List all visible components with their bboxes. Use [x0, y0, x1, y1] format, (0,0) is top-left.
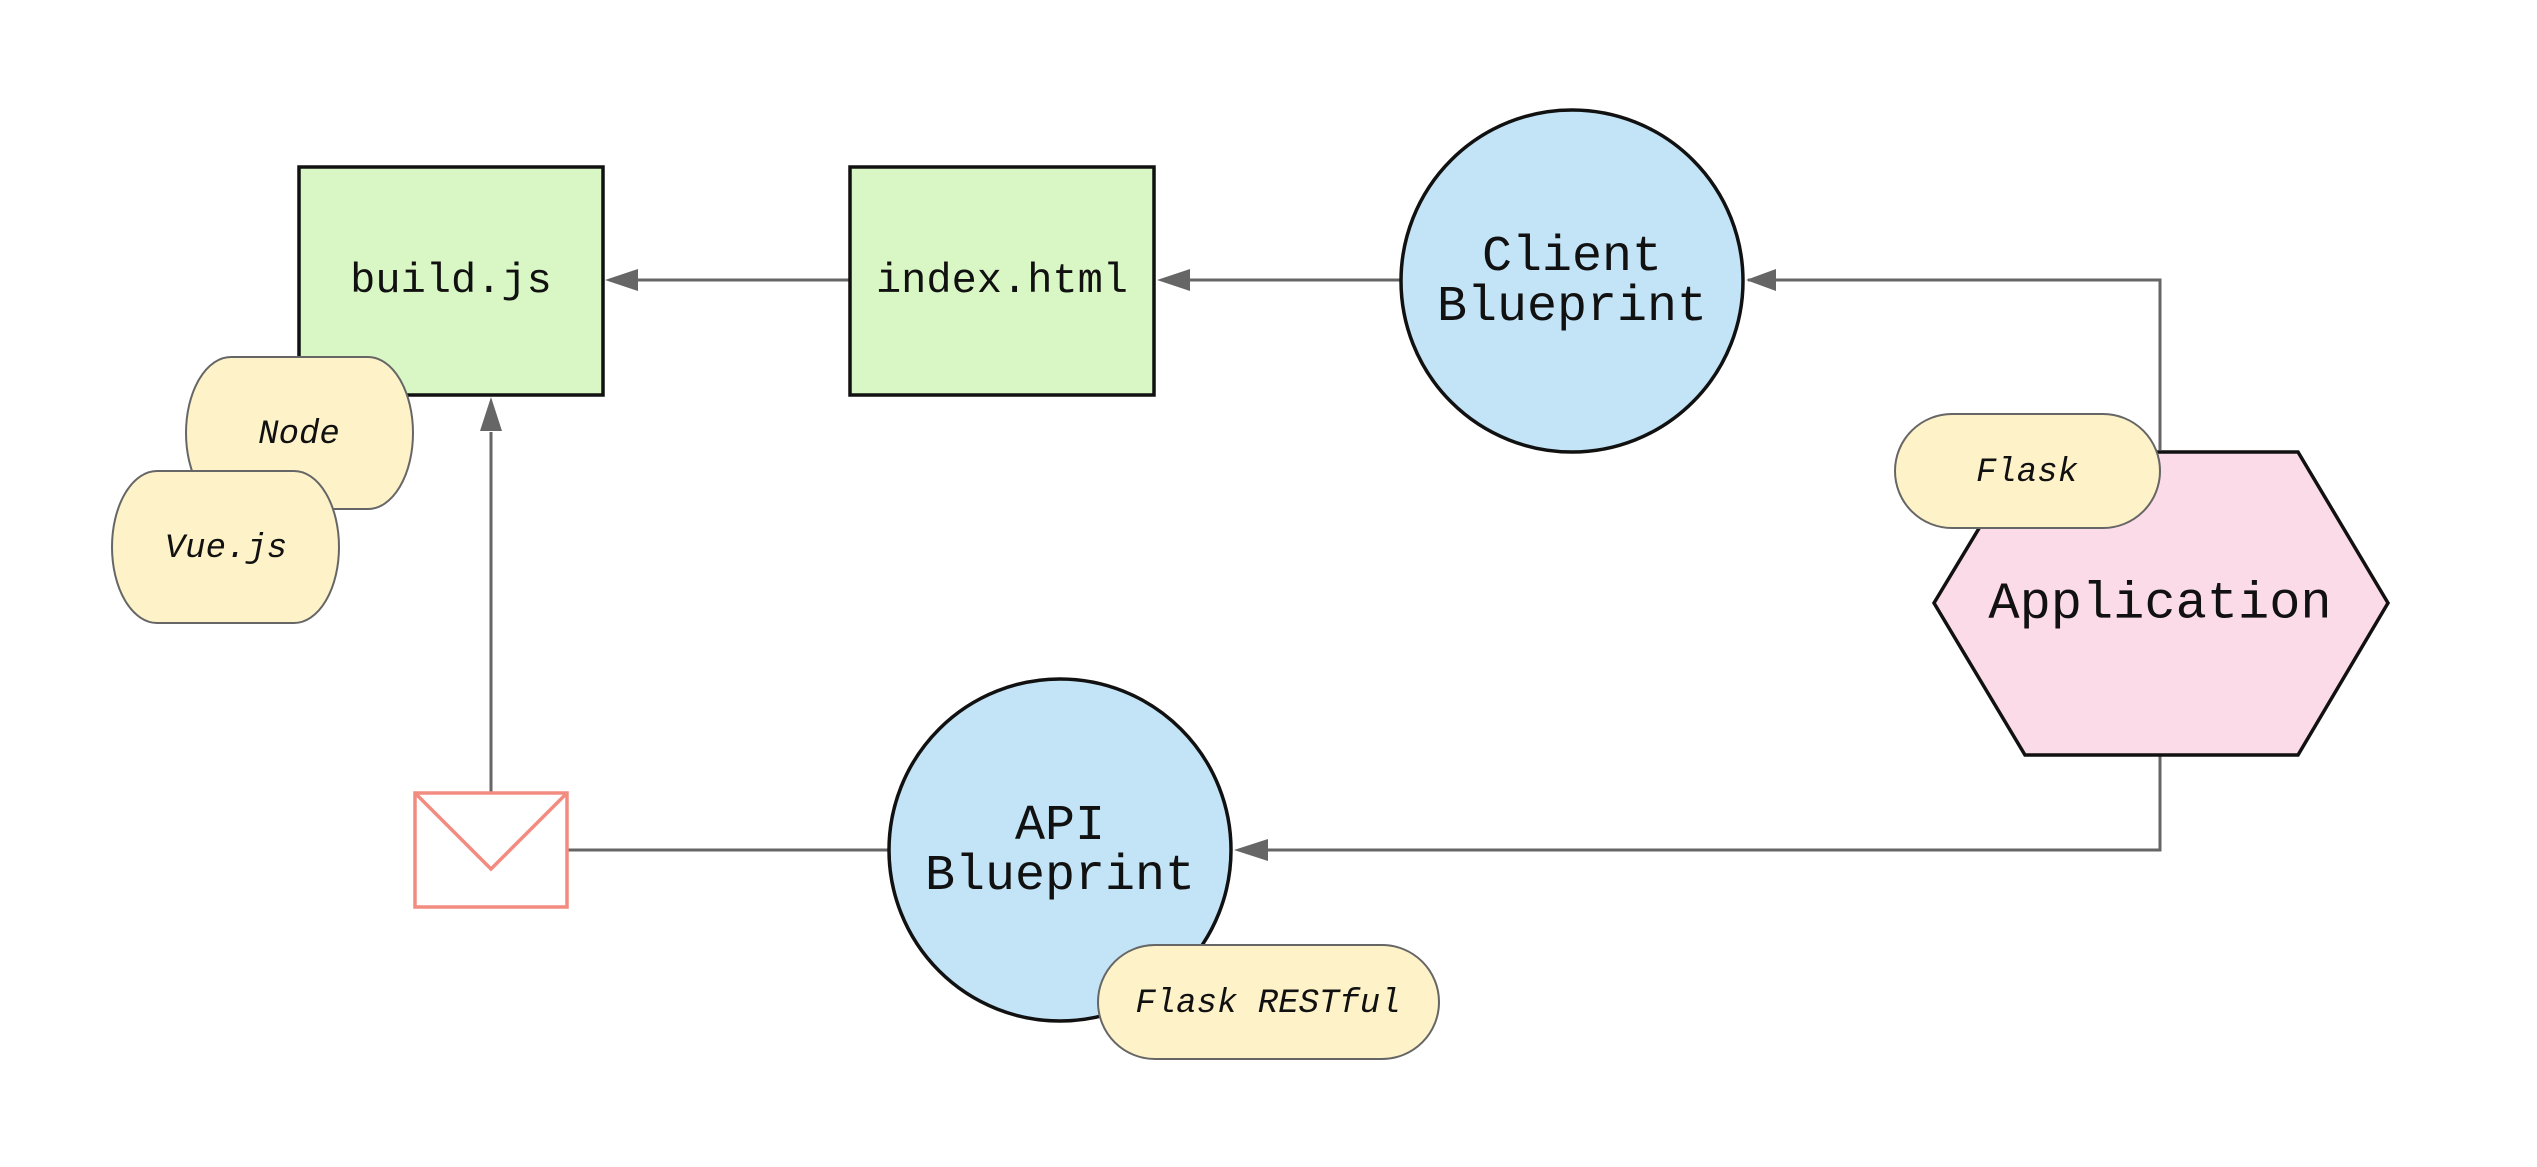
index-html-label: index.html: [876, 257, 1128, 305]
envelope-body: [413, 791, 569, 909]
api-blueprint-node[interactable]: API Blueprint: [887, 677, 1233, 1023]
client-blueprint-node[interactable]: Client Blueprint: [1399, 108, 1745, 454]
application-label: Application: [1988, 575, 2331, 634]
tag-vuejs: Vue.js: [111, 470, 340, 624]
tag-vuejs-label: Vue.js: [165, 530, 287, 568]
client-blueprint-label-line1: Client: [1482, 229, 1662, 286]
arrowhead-build-js: [605, 269, 638, 291]
arrowhead-api-blueprint: [1234, 839, 1268, 861]
tag-flask-restful-label: Flask RESTful: [1135, 985, 1400, 1023]
tag-flask-restful-shape: [1097, 944, 1440, 1060]
tag-node-label: Node: [258, 416, 340, 454]
arrowhead-index-html: [1157, 269, 1190, 291]
api-blueprint-label-line1: API: [1015, 798, 1105, 855]
edge-application-to-api-blueprint: [1268, 754, 2162, 852]
edge-application-to-client-blueprint: [1748, 278, 2162, 450]
api-blueprint-circle: [887, 677, 1233, 1023]
index-html-node[interactable]: index.html: [848, 165, 1156, 397]
index-html-box: [848, 165, 1156, 397]
arrowhead-build-js-bottom: [480, 397, 502, 431]
api-blueprint-label-line2: Blueprint: [925, 848, 1195, 905]
client-blueprint-circle: [1399, 108, 1745, 454]
edges: [480, 269, 2162, 861]
build-js-label: build.js: [350, 257, 552, 305]
tag-flask-restful: Flask RESTful: [1097, 944, 1440, 1060]
tag-flask-label: Flask: [1976, 454, 2079, 492]
envelope-icon[interactable]: [413, 791, 569, 909]
client-blueprint-label-line2: Blueprint: [1437, 279, 1707, 336]
tag-flask: Flask: [1894, 413, 2161, 529]
arrowhead-client-blueprint: [1746, 269, 1776, 291]
envelope-flap: [413, 791, 569, 872]
tag-vuejs-shape: [111, 470, 340, 624]
tag-flask-shape: [1894, 413, 2161, 529]
